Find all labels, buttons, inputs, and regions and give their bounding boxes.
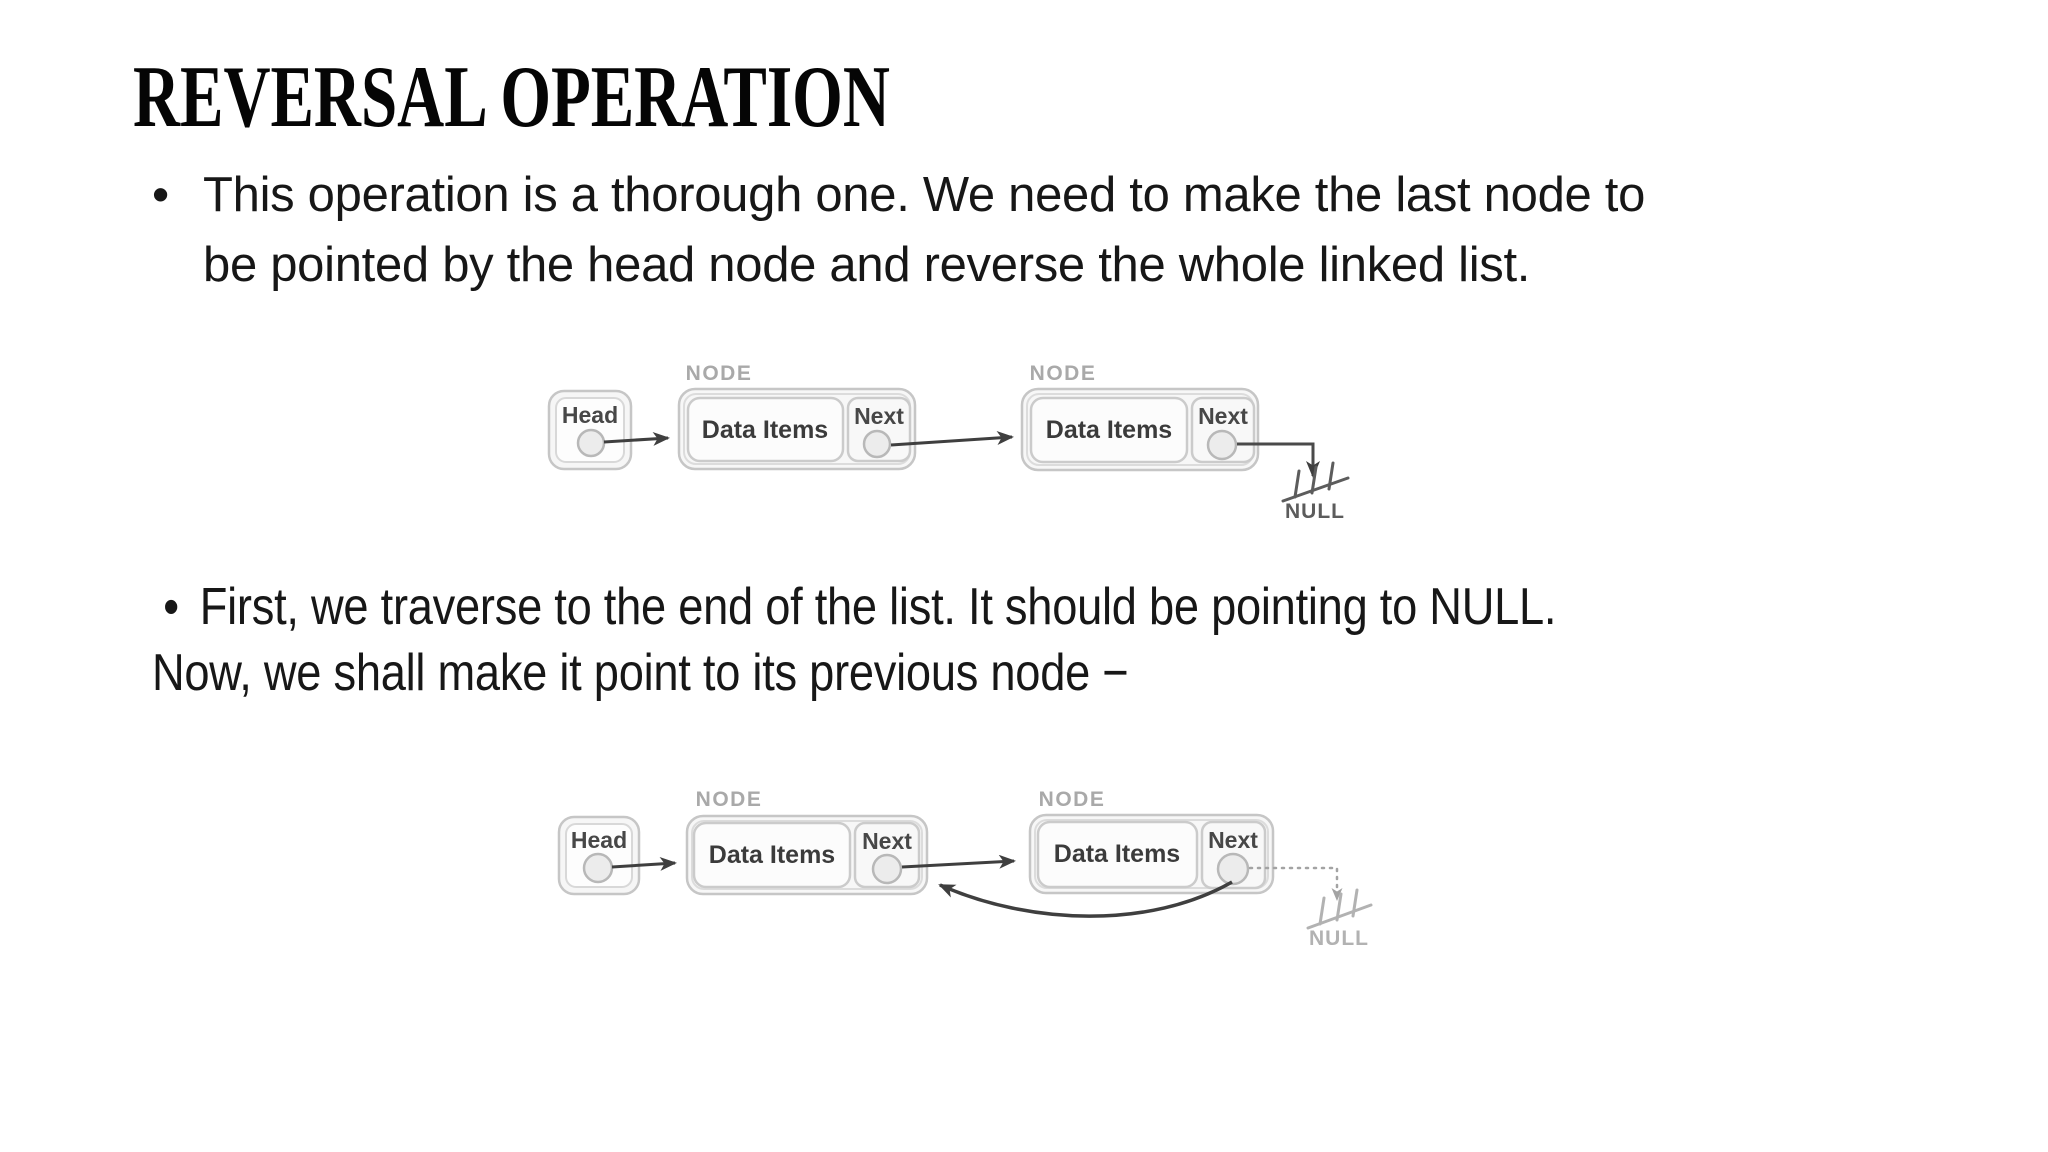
node1-next-label: Next (862, 828, 912, 854)
node2-next-circle (1206, 429, 1238, 461)
head-pointer-circle (576, 428, 606, 458)
bullet-1-line-1: This operation is a thorough one. We nee… (203, 168, 1646, 222)
node1-next-circle (871, 853, 903, 885)
diagram-initial-list: Head NODE Data Items Next NODE Data Item… (547, 362, 1350, 523)
node1-data-items-label: Data Items (702, 416, 828, 444)
node2-caption: NODE (1030, 362, 1097, 385)
node2-data-items-box (1029, 396, 1189, 464)
old-null-dotted-arrow (1248, 866, 1343, 901)
node1-box-inner (691, 820, 923, 890)
head-label: Head (571, 827, 627, 853)
head-label: Head (562, 402, 618, 428)
head-to-node-arrow (603, 431, 670, 446)
diagram-reversed-list: Head NODE Data Items Next NODE Data Item… (557, 788, 1373, 950)
bullet-item-2: • First, we traverse to the end of the li… (152, 574, 1556, 706)
head-to-node-arrow (611, 856, 677, 871)
bullet-2-marker: • (163, 578, 179, 636)
null-ground-icon (1306, 888, 1373, 930)
bullet-2-line-1-text: First, we traverse to the end of the lis… (199, 578, 1557, 636)
next-to-null-arrow (1237, 442, 1320, 478)
node1-to-node2-arrow (901, 854, 1016, 869)
bullet-2-line-1: • First, we traverse to the end of the li… (152, 574, 1556, 640)
node1-data-items-label: Data Items (709, 841, 835, 869)
bullet-1-line-2: be pointed by the head node and reverse … (203, 238, 1531, 292)
null-label: NULL (1309, 927, 1369, 950)
node1-data-items-box (692, 821, 852, 889)
node1-next-circle (862, 429, 892, 459)
node1-data-items-box (686, 396, 845, 463)
page-title: REVERSAL OPERATION (133, 49, 890, 146)
bullet-2-line-2: Now, we shall make it point to its previ… (152, 644, 1129, 702)
node1-to-node2-arrow (890, 431, 1014, 447)
node2-next-label: Next (1208, 827, 1258, 853)
node1-caption: NODE (686, 362, 753, 385)
node2-next-label: Next (1198, 403, 1248, 429)
head-pointer-circle (582, 852, 614, 884)
node1-caption: NODE (696, 788, 763, 811)
bullet-1-text: This operation is a thorough one. We nee… (203, 160, 1645, 300)
bullet-item-1: • This operation is a thorough one. We n… (152, 160, 1645, 300)
null-ground-icon (1281, 461, 1350, 503)
node2-next-circle (1216, 852, 1250, 886)
reverse-pointer-curved-arrow (938, 880, 1233, 918)
null-label: NULL (1285, 500, 1345, 523)
node2-data-items-label: Data Items (1054, 840, 1180, 868)
node2-data-items-box (1036, 820, 1199, 889)
bullet-1-marker: • (152, 168, 169, 222)
node2-data-items-label: Data Items (1046, 416, 1172, 444)
node1-next-label: Next (854, 403, 904, 429)
node2-caption: NODE (1039, 788, 1106, 811)
